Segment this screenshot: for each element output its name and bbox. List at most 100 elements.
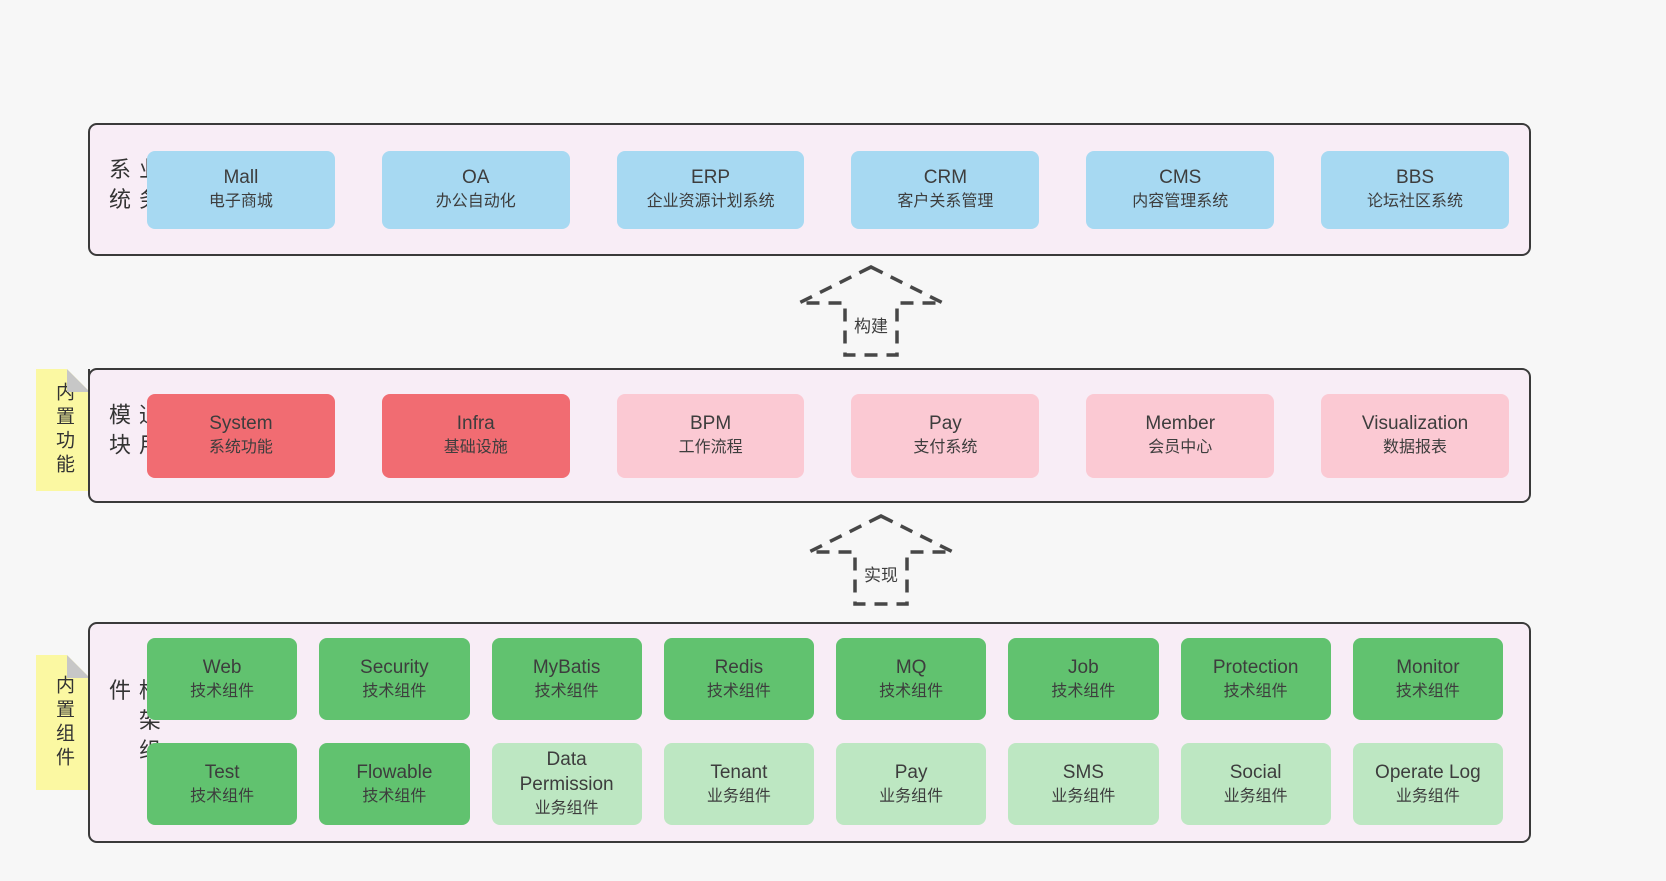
box-cms: CMS 内容管理系统 <box>1086 150 1275 229</box>
box-job: Job 技术组件 <box>1008 638 1159 720</box>
box-title: MyBatis <box>532 656 601 678</box>
box-title: System <box>209 413 273 434</box>
box-title: Member <box>1145 413 1216 434</box>
implement-arrow: 实现 <box>806 513 956 607</box>
box-monitor: Monitor 技术组件 <box>1352 638 1503 720</box>
box-subtitle: 会员中心 <box>1148 439 1213 456</box>
box-title: Web <box>202 656 242 678</box>
box-title: MQ <box>895 656 927 678</box>
box-redis: Redis 技术组件 <box>663 638 814 720</box>
band-border-overlay <box>88 369 90 491</box>
box-subtitle: 业务组件 <box>879 787 944 805</box>
box-bpm: BPM 工作流程 <box>616 393 805 478</box>
box-title: Pay <box>894 761 928 783</box>
box-subtitle: 技术组件 <box>190 787 255 805</box>
box-subtitle: 办公自动化 <box>435 193 516 210</box>
box-title: ERP <box>691 167 731 188</box>
box-sms: SMS 业务组件 <box>1008 743 1159 825</box>
box-subtitle: 技术组件 <box>1395 682 1460 700</box>
box-title: CRM <box>923 167 968 188</box>
box-oa: OA 办公自动化 <box>381 150 570 229</box>
box-title: Data Permission <box>519 749 614 795</box>
box-subtitle: 企业资源计划系统 <box>646 193 775 210</box>
sticky-note-built-in-features: 内置功能 <box>36 369 90 491</box>
build-arrow-label: 构建 <box>850 312 892 337</box>
box-test: Test 技术组件 <box>147 743 298 825</box>
box-title: Tenant <box>710 761 768 783</box>
box-mybatis: MyBatis 技术组件 <box>491 638 642 720</box>
box-data-permission: Data Permission 业务组件 <box>491 743 642 825</box>
box-subtitle: 业务组件 <box>1223 787 1288 805</box>
box-crm: CRM 客户关系管理 <box>851 150 1040 229</box>
box-subtitle: 技术组件 <box>879 682 944 700</box>
box-subtitle: 论坛社区系统 <box>1367 193 1464 210</box>
box-title: Monitor <box>1396 656 1460 678</box>
folded-corner-icon <box>67 655 90 678</box>
box-title: Protection <box>1212 656 1299 678</box>
box-security: Security 技术组件 <box>319 638 470 720</box>
box-title: Mall <box>223 167 259 188</box>
business-systems-row: Mall 电子商城 OA 办公自动化 ERP 企业资源计划系统 CRM 客户关系… <box>147 150 1509 229</box>
folded-corner-icon <box>67 369 90 392</box>
sticky-note-built-in-components: 内置组件 <box>36 655 90 790</box>
box-subtitle: 基础设施 <box>443 439 508 456</box>
box-title: BPM <box>689 413 732 434</box>
box-title: Job <box>1068 656 1099 678</box>
box-operate-log: Operate Log 业务组件 <box>1352 743 1503 825</box>
box-infra: Infra 基础设施 <box>381 393 570 478</box>
box-title: BBS <box>1396 167 1435 188</box>
build-arrow: 构建 <box>796 264 946 358</box>
framework-components-grid: Web 技术组件 Security 技术组件 MyBatis 技术组件 Redi… <box>147 638 1503 825</box>
box-title: Security <box>360 656 429 678</box>
box-title: CMS <box>1159 167 1202 188</box>
box-subtitle: 客户关系管理 <box>897 193 994 210</box>
box-title: Redis <box>714 656 764 678</box>
box-mall: Mall 电子商城 <box>147 150 335 229</box>
framework-row-1: Web 技术组件 Security 技术组件 MyBatis 技术组件 Redi… <box>147 638 1503 720</box>
box-visualization: Visualization 数据报表 <box>1321 393 1509 478</box>
box-title: OA <box>462 167 490 188</box>
dashed-up-arrow-icon <box>798 265 944 357</box>
sticky-note-label: 内置功能 <box>53 382 74 478</box>
box-subtitle: 数据报表 <box>1383 439 1448 456</box>
box-mq: MQ 技术组件 <box>836 638 987 720</box>
box-pay: Pay 支付系统 <box>851 393 1040 478</box>
box-subtitle: 工作流程 <box>678 439 743 456</box>
box-erp: ERP 企业资源计划系统 <box>616 150 805 229</box>
box-title: Flowable <box>356 761 433 783</box>
box-subtitle: 技术组件 <box>362 787 427 805</box>
box-tenant: Tenant 业务组件 <box>663 743 814 825</box>
band-framework-components: 框架组件 Web 技术组件 Security 技术组件 MyBatis 技术组件… <box>88 622 1531 843</box>
box-member: Member 会员中心 <box>1086 393 1275 478</box>
framework-row-2: Test 技术组件 Flowable 技术组件 Data Permission … <box>147 743 1503 825</box>
box-flowable: Flowable 技术组件 <box>319 743 470 825</box>
box-system: System 系统功能 <box>147 393 335 478</box>
box-subtitle: 电子商城 <box>208 193 273 210</box>
common-modules-row: System 系统功能 Infra 基础设施 BPM 工作流程 Pay 支付系统… <box>147 393 1509 478</box>
box-social: Social 业务组件 <box>1180 743 1331 825</box>
box-subtitle: 技术组件 <box>1223 682 1288 700</box>
sticky-note-label: 内置组件 <box>53 674 74 771</box>
box-title: Infra <box>456 413 495 434</box>
box-web: Web 技术组件 <box>147 638 298 720</box>
box-subtitle: 系统功能 <box>208 439 273 456</box>
box-subtitle: 业务组件 <box>706 787 771 805</box>
box-subtitle: 技术组件 <box>362 682 427 700</box>
box-subtitle: 业务组件 <box>1051 787 1116 805</box>
dashed-up-arrow-icon <box>808 514 954 606</box>
box-subtitle: 技术组件 <box>1051 682 1116 700</box>
band-border-overlay <box>88 655 90 790</box>
box-title: Social <box>1229 761 1282 783</box>
box-subtitle: 技术组件 <box>534 682 599 700</box>
box-bbs: BBS 论坛社区系统 <box>1321 150 1509 229</box>
box-subtitle: 支付系统 <box>913 439 978 456</box>
box-title: Visualization <box>1361 413 1469 434</box>
box-protection: Protection 技术组件 <box>1180 638 1331 720</box>
box-subtitle: 技术组件 <box>706 682 771 700</box>
box-title: Pay <box>929 413 962 434</box>
box-title: SMS <box>1062 761 1104 783</box>
box-subtitle: 内容管理系统 <box>1132 193 1229 210</box>
implement-arrow-label: 实现 <box>860 561 902 586</box>
box-subtitle: 业务组件 <box>1395 787 1460 805</box>
